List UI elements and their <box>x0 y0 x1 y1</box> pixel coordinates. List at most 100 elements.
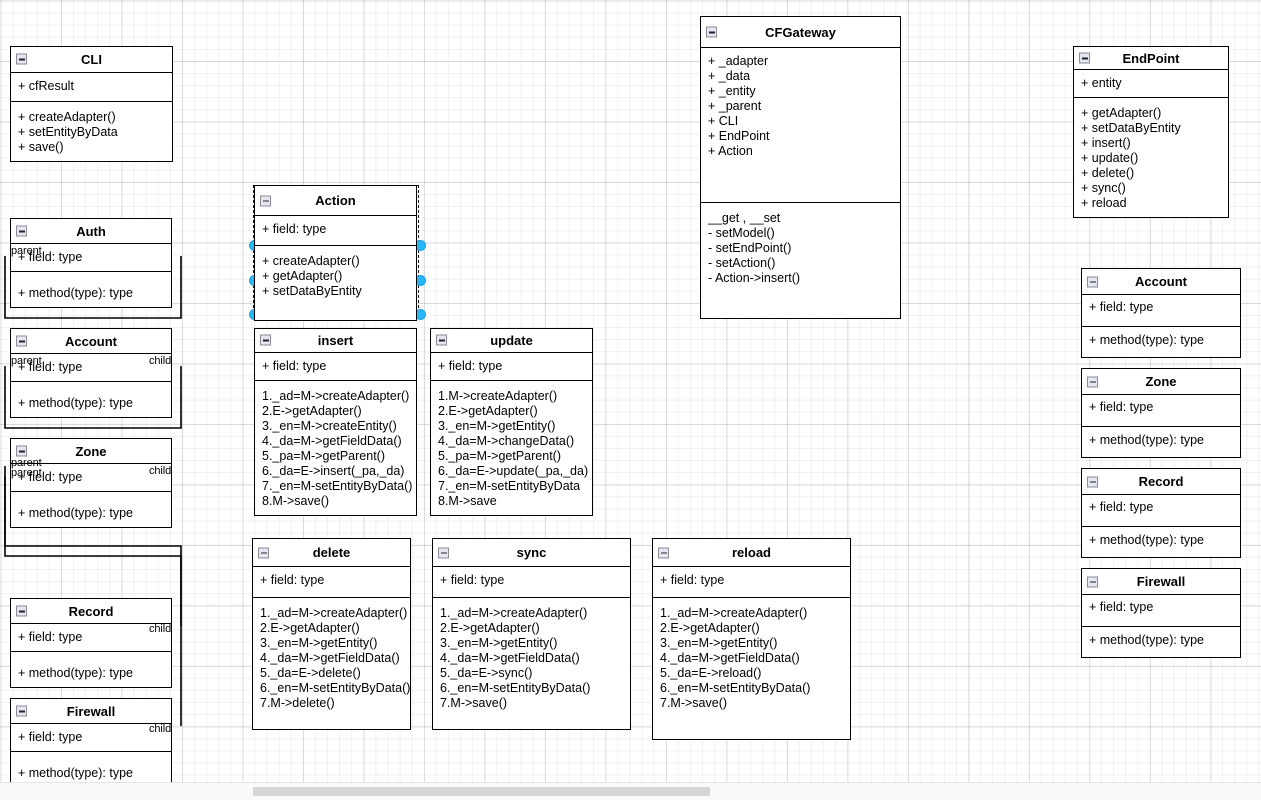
class-name: Record <box>68 603 114 619</box>
collapse-icon[interactable] <box>16 705 27 717</box>
class-attributes-firewall-left[interactable]: + field: type <box>11 724 171 752</box>
class-box-auth[interactable]: Auth+ field: type+ method(type): type <box>10 218 172 308</box>
collapse-icon[interactable] <box>1087 576 1098 587</box>
class-attributes-insert[interactable]: + field: type <box>255 353 416 381</box>
class-box-action[interactable]: Action+ field: type+ createAdapter()+ ge… <box>254 185 417 321</box>
horizontal-scrollbar-thumb[interactable] <box>253 787 710 796</box>
class-box-zone-right[interactable]: Zone+ field: type+ method(type): type <box>1081 368 1241 458</box>
class-header-reload[interactable]: reload <box>653 539 850 567</box>
class-box-account-right[interactable]: Account+ field: type+ method(type): type <box>1081 268 1241 358</box>
collapse-icon[interactable] <box>260 334 271 346</box>
class-header-zone-right[interactable]: Zone <box>1082 369 1240 395</box>
collapse-icon[interactable] <box>436 334 447 346</box>
horizontal-scrollbar-track[interactable] <box>0 782 1261 800</box>
class-attributes-account-left[interactable]: + field: type <box>11 354 171 382</box>
class-attributes-sync[interactable]: + field: type <box>433 567 630 598</box>
class-box-endpoint[interactable]: EndPoint+ entity+ getAdapter()+ setDataB… <box>1073 46 1229 218</box>
collapse-icon[interactable] <box>258 547 269 558</box>
class-operations-delete[interactable]: 1._ad=M->createAdapter()2.E->getAdapter(… <box>253 598 410 729</box>
operation-row: - setAction() <box>708 256 776 270</box>
class-header-cli[interactable]: CLI <box>11 47 172 73</box>
collapse-icon[interactable] <box>658 547 669 558</box>
class-attributes-record-right[interactable]: + field: type <box>1082 495 1240 527</box>
class-operations-sync[interactable]: 1._ad=M->createAdapter()2.E->getAdapter(… <box>433 598 630 729</box>
class-attributes-auth[interactable]: + field: type <box>11 244 171 272</box>
collapse-icon[interactable] <box>706 26 717 38</box>
class-box-firewall-right[interactable]: Firewall+ field: type+ method(type): typ… <box>1081 568 1241 658</box>
class-box-cli[interactable]: CLI + cfResult+ createAdapter()+ setEntit… <box>10 46 173 162</box>
collapse-icon[interactable] <box>16 225 27 237</box>
class-attributes-record-left[interactable]: + field: type <box>11 624 171 652</box>
collapse-icon[interactable] <box>438 547 449 558</box>
class-operations-action[interactable]: + createAdapter()+ getAdapter()+ setData… <box>255 246 416 320</box>
class-operations-record-right[interactable]: + method(type): type <box>1082 527 1240 557</box>
class-header-delete[interactable]: delete <box>253 539 410 567</box>
class-header-auth[interactable]: Auth <box>11 219 171 244</box>
class-header-firewall-right[interactable]: Firewall <box>1082 569 1240 595</box>
class-operations-update[interactable]: 1.M->createAdapter()2.E->getAdapter()3._… <box>431 381 592 515</box>
collapse-icon[interactable] <box>16 605 27 617</box>
class-operations-account-right[interactable]: + method(type): type <box>1082 327 1240 357</box>
class-header-account-right[interactable]: Account <box>1082 269 1240 295</box>
class-box-record-right[interactable]: Record+ field: type+ method(type): type <box>1081 468 1241 558</box>
collapse-icon[interactable] <box>1087 476 1098 487</box>
edge-label-auth-parent: parent <box>11 245 42 257</box>
class-header-record-left[interactable]: Record <box>11 599 171 624</box>
collapse-icon[interactable] <box>1079 52 1090 64</box>
class-operations-firewall-right[interactable]: + method(type): type <box>1082 627 1240 657</box>
class-operations-account-left[interactable]: + method(type): type <box>11 382 171 417</box>
class-attributes-delete[interactable]: + field: type <box>253 567 410 598</box>
class-operations-reload[interactable]: 1._ad=M->createAdapter()2.E->getAdapter(… <box>653 598 850 739</box>
collapse-icon[interactable] <box>260 195 271 206</box>
class-attributes-update[interactable]: + field: type <box>431 353 592 381</box>
class-header-endpoint[interactable]: EndPoint <box>1074 47 1228 70</box>
class-attributes-cfgateway[interactable]: + _adapter+ _data+ _entity+ _parent+ CLI… <box>701 48 900 203</box>
collapse-icon[interactable] <box>1087 276 1098 287</box>
class-attributes-endpoint[interactable]: + entity <box>1074 70 1228 98</box>
class-operations-insert[interactable]: 1._ad=M->createAdapter()2.E->getAdapter(… <box>255 381 416 515</box>
class-header-action[interactable]: Action <box>255 186 416 216</box>
class-operations-endpoint[interactable]: + getAdapter()+ setDataByEntity+ insert(… <box>1074 98 1228 217</box>
class-header-sync[interactable]: sync <box>433 539 630 567</box>
class-box-cfgateway[interactable]: CFGateway+ _adapter+ _data+ _entity+ _pa… <box>700 16 901 319</box>
class-box-record-left[interactable]: Record + field: type+ method(type): type <box>10 598 172 688</box>
class-operations-zone-left[interactable]: + method(type): type <box>11 492 171 527</box>
class-attributes-cli[interactable]: + cfResult <box>11 73 172 102</box>
collapse-icon[interactable] <box>16 335 27 347</box>
class-attributes-reload[interactable]: + field: type <box>653 567 850 598</box>
class-attributes-action[interactable]: + field: type <box>255 216 416 246</box>
class-header-firewall-left[interactable]: Firewall <box>11 699 171 724</box>
collapse-icon[interactable] <box>16 445 27 457</box>
operation-row: 3._en=M->getEntity() <box>440 636 558 650</box>
operation-row: + update() <box>1081 151 1139 165</box>
class-attributes-zone-right[interactable]: + field: type <box>1082 395 1240 427</box>
class-operations-auth[interactable]: + method(type): type <box>11 272 171 307</box>
attribute-row: + field: type <box>18 360 83 374</box>
class-box-account-left[interactable]: Account + field: type + method(type): type <box>10 328 172 418</box>
class-header-insert[interactable]: insert <box>255 329 416 353</box>
collapse-icon[interactable] <box>16 53 27 65</box>
collapse-icon[interactable] <box>1087 376 1098 387</box>
class-box-firewall-left[interactable]: Firewall+ field: type+ method(type): typ… <box>10 698 172 788</box>
class-attributes-zone-left[interactable]: + field: type <box>11 464 171 492</box>
class-box-zone-left[interactable]: Zone+ field: type+ method(type): type <box>10 438 172 528</box>
class-header-update[interactable]: update <box>431 329 592 353</box>
class-operations-cfgateway[interactable]: __get , __set- setModel()- setEndPoint()… <box>701 203 900 318</box>
class-header-record-right[interactable]: Record <box>1082 469 1240 495</box>
class-name: CLI <box>81 51 102 67</box>
class-header-zone-left[interactable]: Zone <box>11 439 171 464</box>
class-header-cfgateway[interactable]: CFGateway <box>701 17 900 48</box>
class-operations-zone-right[interactable]: + method(type): type <box>1082 427 1240 457</box>
class-attributes-firewall-right[interactable]: + field: type <box>1082 595 1240 627</box>
class-attributes-account-right[interactable]: + field: type <box>1082 295 1240 327</box>
class-operations-cli[interactable]: + createAdapter()+ setEntityByData+ save… <box>11 102 172 161</box>
class-header-account-left[interactable]: Account <box>11 329 171 354</box>
class-operations-record-left[interactable]: + method(type): type <box>11 652 171 687</box>
class-operations-firewall-left[interactable]: + method(type): type <box>11 752 171 787</box>
